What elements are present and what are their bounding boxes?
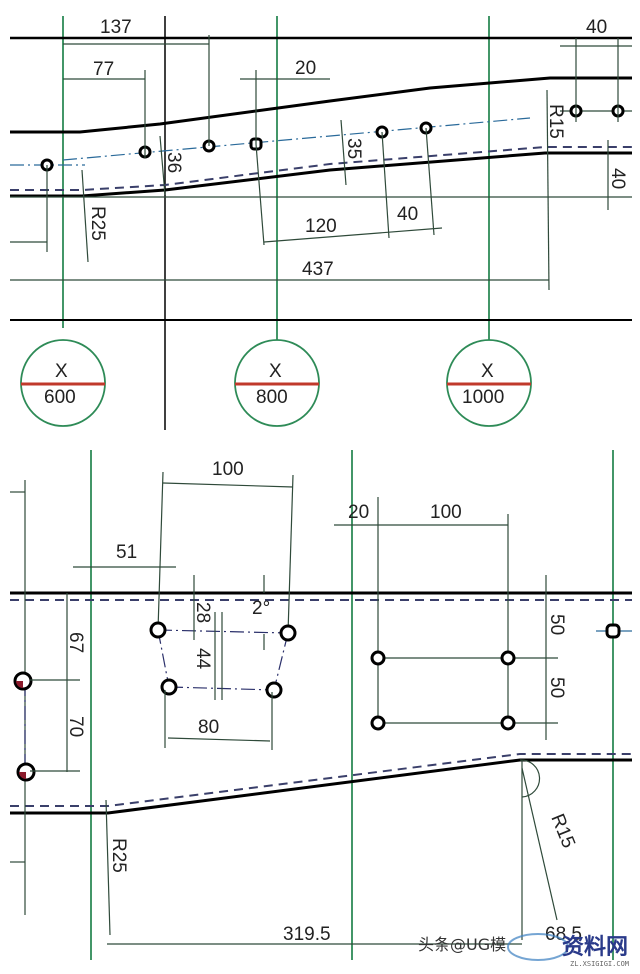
hole	[265, 681, 283, 699]
dimension-40-mid: 40	[397, 204, 418, 225]
section-marker-800: X 800	[234, 339, 320, 427]
dimension-R25-top: R25	[87, 206, 108, 241]
dimension-20-bottom: 20	[348, 502, 369, 523]
dimension-437: 437	[302, 259, 334, 280]
dimension-100-left: 100	[212, 459, 244, 480]
hole	[500, 715, 516, 731]
bottom-view: 67 70 51 100 28 44 2° 80	[10, 450, 632, 960]
dimension-40-top: 40	[586, 17, 607, 38]
hole-square	[605, 623, 621, 639]
dimension-R15-bottom: R15	[546, 811, 579, 851]
dimension-2-degree: 2°	[252, 598, 270, 619]
lower-profile	[10, 151, 632, 198]
dimension-20: 20	[295, 58, 316, 79]
hole	[500, 650, 516, 666]
dimension-51: 51	[116, 542, 137, 563]
dimension-77: 77	[93, 59, 114, 80]
dimension-100-right: 100	[430, 502, 462, 523]
top-view: 137 77 20 40 36 35 R15 40 R25	[10, 16, 632, 430]
dimension-120: 120	[305, 216, 337, 237]
dimension-35: 35	[343, 138, 364, 159]
dimension-50-bottom: 50	[546, 677, 567, 698]
dimension-40-right: 40	[607, 168, 628, 189]
dimension-28: 28	[192, 602, 213, 623]
dimension-R15-top: R15	[545, 104, 566, 139]
watermark: 头条@UG模 资料网 ZL.XSIGIGI.COM	[418, 933, 629, 968]
dimension-50-top: 50	[546, 614, 567, 635]
svg-text:600: 600	[44, 387, 76, 408]
svg-text:X: X	[269, 361, 282, 382]
dimension-44: 44	[192, 648, 213, 670]
dimension-70: 70	[65, 716, 86, 737]
hole	[160, 678, 178, 696]
dimension-68-5: 68.5	[545, 924, 582, 945]
hole	[370, 715, 386, 731]
svg-text:800: 800	[256, 387, 288, 408]
dimension-R25-bottom: R25	[108, 838, 129, 873]
dimension-80: 80	[198, 717, 219, 738]
dimension-67: 67	[65, 632, 86, 653]
dimension-137: 137	[100, 17, 132, 38]
section-marker-1000: X 1000	[446, 339, 532, 427]
svg-text:1000: 1000	[462, 387, 504, 408]
svg-text:资料网: 资料网	[562, 935, 628, 960]
dimension-36: 36	[163, 152, 184, 173]
hole	[279, 624, 297, 642]
svg-text:X: X	[55, 361, 68, 382]
upper-profile	[10, 76, 632, 134]
section-marker-600: X 600	[20, 339, 106, 427]
offset-dashed-line	[10, 146, 632, 191]
hole	[370, 650, 386, 666]
dimension-319-5: 319.5	[283, 924, 331, 945]
hole	[149, 621, 167, 639]
svg-text:X: X	[481, 361, 494, 382]
svg-text:ZL.XSIGIGI.COM: ZL.XSIGIGI.COM	[570, 960, 629, 968]
svg-text:头条@UG模: 头条@UG模	[418, 935, 506, 954]
